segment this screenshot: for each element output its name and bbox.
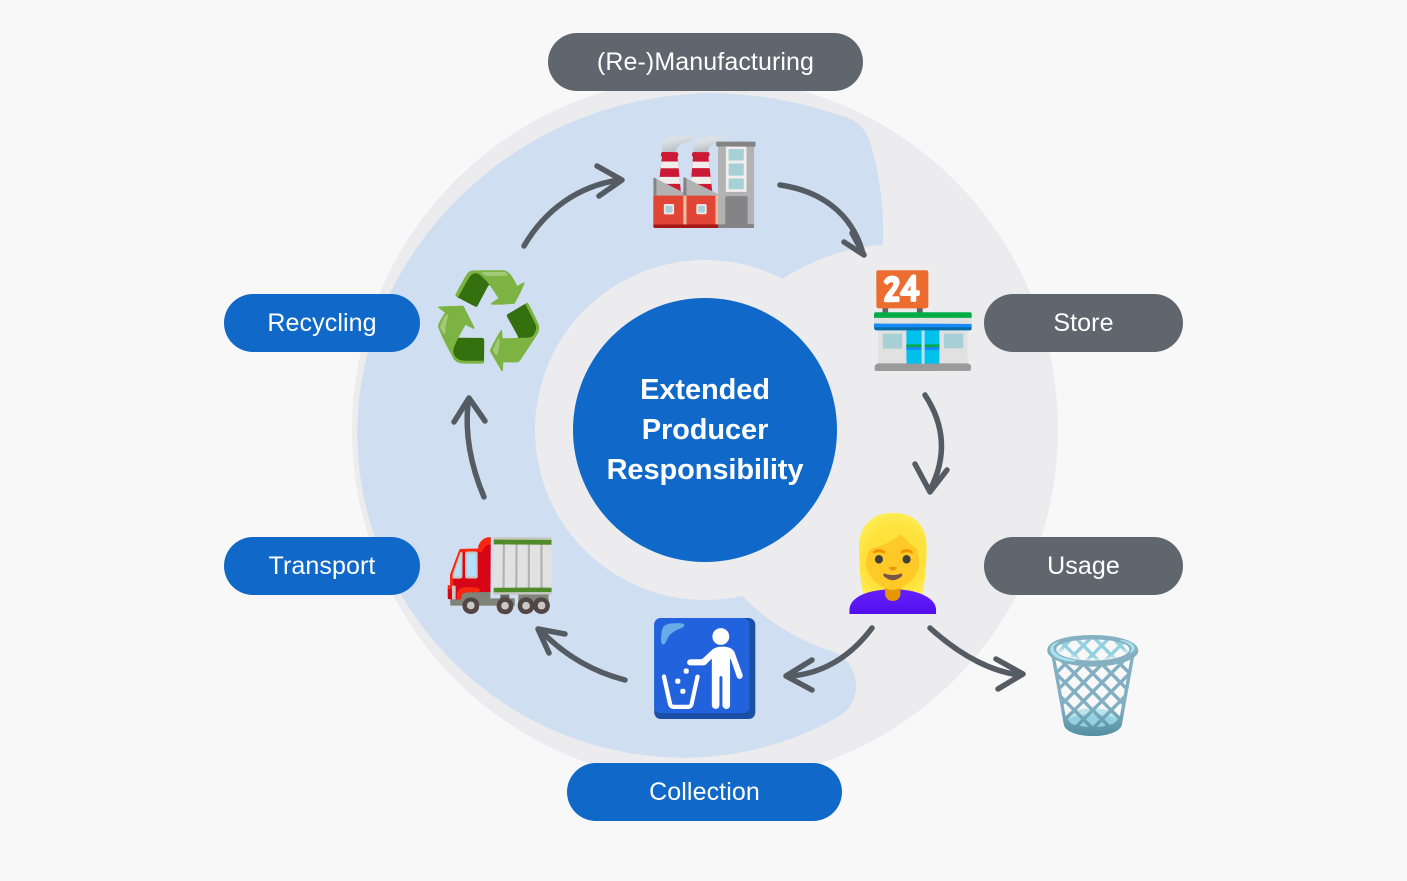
arrow-usage-to-wastebasket	[927, 625, 1026, 692]
stage-label-manufacturing: (Re-)Manufacturing	[548, 33, 863, 91]
factory-icon: 🏭	[646, 124, 762, 231]
person-icon: 👱‍♀️	[835, 510, 951, 617]
stage-label-recycling: Recycling	[224, 294, 420, 352]
arrow-store-to-usage	[912, 392, 950, 495]
stage-label-usage: Usage	[984, 537, 1183, 595]
arrow-manufacturing-to-store	[777, 182, 867, 258]
flow-arrows	[451, 163, 1026, 693]
wastebasket-icon: 🗑️	[1035, 632, 1151, 739]
arrow-collection-to-transport	[535, 626, 628, 683]
arrow-recycling-to-manufacturing	[521, 163, 625, 249]
stage-label-store: Store	[984, 294, 1183, 352]
arrow-usage-to-collection	[783, 625, 875, 693]
center-hub-label: Extended Producer Responsibility	[606, 373, 804, 486]
center-hub: Extended Producer Responsibility	[573, 298, 837, 562]
lorry-icon: 🚛	[443, 510, 559, 617]
stage-label-collection: Collection	[567, 763, 842, 821]
recycling-symbol-icon: ♻️	[431, 267, 547, 374]
convenience-store-icon: 🏪	[865, 267, 981, 374]
stage-label-transport: Transport	[224, 537, 420, 595]
litter-in-bin-sign-icon: 🚮	[647, 615, 763, 722]
arrow-transport-to-recycling	[451, 395, 488, 500]
